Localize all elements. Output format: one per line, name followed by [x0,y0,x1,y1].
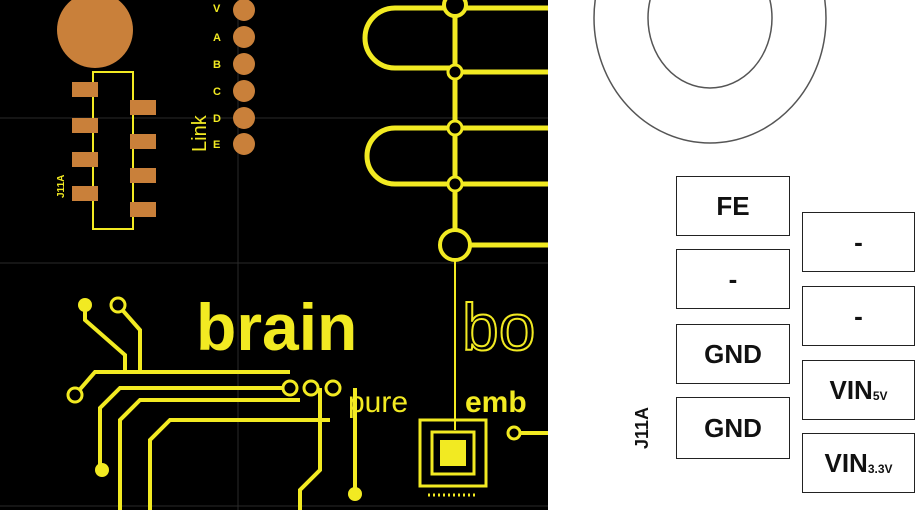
brand-word-bold: brain [196,290,357,364]
trace-endpoints [78,298,362,501]
via [446,63,464,81]
pin-right-4-label: VIN [824,447,868,478]
inner-ring [647,0,773,89]
smd-pad [130,168,156,183]
tagline-light: pure [348,386,408,419]
pin-left-2-label: - [728,263,738,294]
pin-right-1-label: - [854,226,863,257]
pin-right-2-label: - [854,300,863,331]
jumper-letter-a: A [213,32,221,44]
pin-left-1-label: FE [716,190,750,221]
pin-left-3: GND [676,324,790,384]
smd-pad [72,82,98,97]
jumper-letter-top: V [213,3,221,15]
smd-pad [130,202,156,217]
jumper-pad [233,53,255,75]
jumper-pad [233,133,255,155]
jumper-letter-d: D [213,113,221,125]
pin-right-4-sub: 3.3V [867,462,893,476]
jumper-letter-b: B [213,59,221,71]
pcb-render: J11A Link V A B C D E [0,0,548,510]
jumper-pad [233,0,255,21]
pin-right-2: - [802,286,915,346]
pin-right-1: - [802,212,915,272]
brand-word-outline: bo [462,290,535,364]
jumper-letter-c: C [213,86,221,98]
tagline-bold: emb [465,386,527,419]
pin-right-3-sub: 5V [872,389,888,403]
jumper-pad [233,26,255,48]
via [438,228,472,262]
connector-silk-label: J11A [56,175,67,198]
jumper-letter-e: E [213,139,220,151]
pin-left-4-label: GND [704,412,762,443]
jumper-pad [233,80,255,102]
pcb-artwork: J11A Link V A B C D E [0,0,548,510]
serpentine-traces [362,0,548,248]
smd-pad [130,134,156,149]
mounting-pad [57,0,133,68]
pin-left-3-label: GND [704,338,762,369]
pin-left-4: GND [676,397,790,459]
outer-ring [593,0,827,144]
smd-pad [130,100,156,115]
link-label: Link [189,114,211,152]
jumper-pad [233,107,255,129]
smd-pad [72,186,98,201]
header-circle-art [593,0,827,144]
trace-rings [66,296,522,441]
via [446,175,464,193]
smd-pad [72,152,98,167]
pin-left-2: - [676,249,790,309]
pin-left-1: FE [676,176,790,236]
via [446,119,464,137]
smd-pad [72,118,98,133]
pin-right-3-label: VIN [829,374,873,405]
header-label: J11A [632,406,652,450]
chip-footprint [418,418,488,497]
connector-outline [92,71,134,230]
lower-traces [73,303,548,510]
via [442,0,468,18]
